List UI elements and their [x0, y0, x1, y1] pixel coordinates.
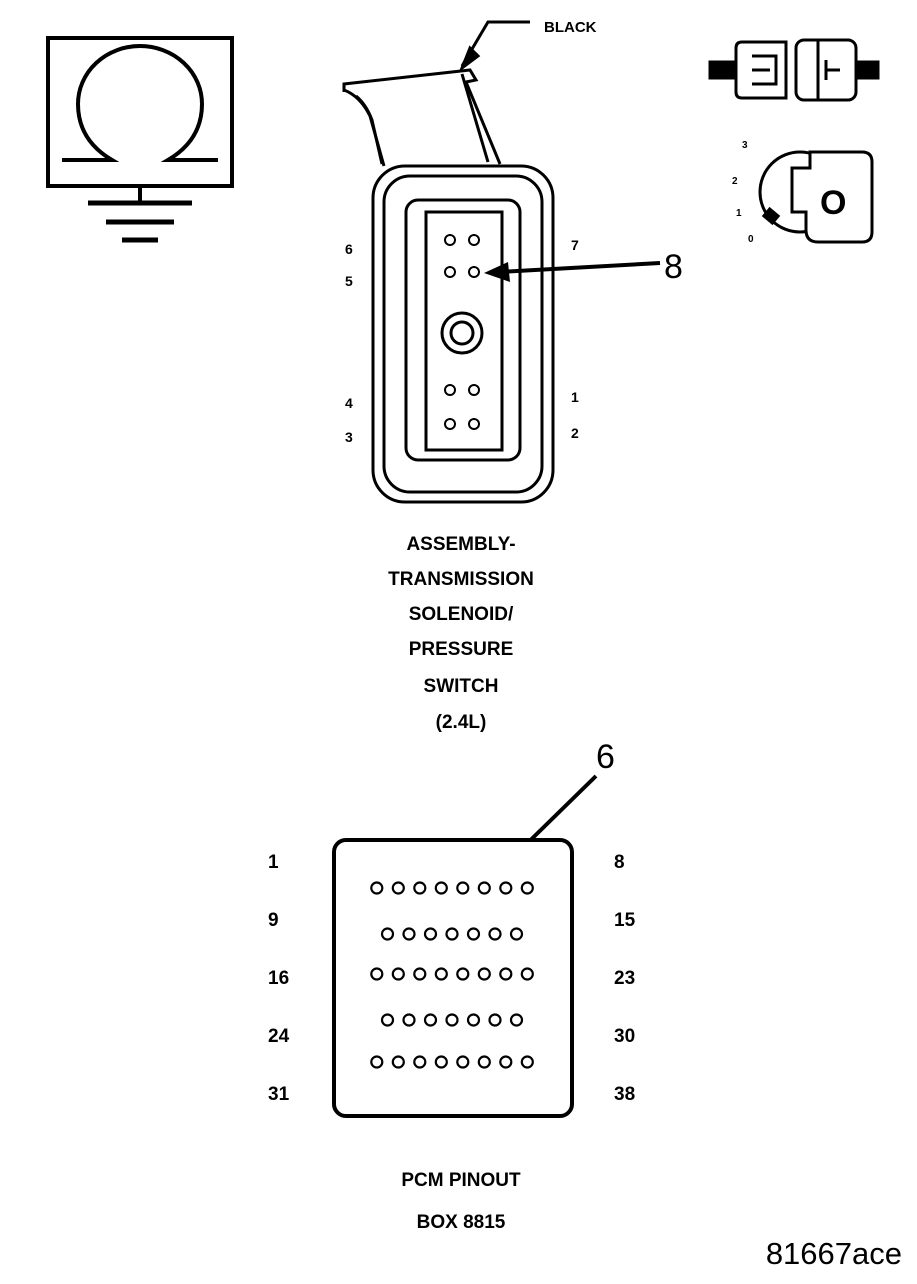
solenoid-pin-label-7: 7: [571, 237, 579, 253]
pcm-row-label-right-1: 8: [614, 852, 625, 873]
pcm-pin: [445, 927, 459, 941]
solenoid-pin-label-1: 1: [571, 389, 579, 405]
pcm-pin: [413, 881, 427, 895]
pcm-pin: [499, 881, 513, 895]
pcm-title-line-1: PCM PINOUT: [401, 1170, 521, 1191]
pcm-pin: [520, 881, 534, 895]
pcm-pin: [370, 967, 384, 981]
pcm-pin: [477, 881, 491, 895]
pcm-pin: [402, 927, 416, 941]
pcm-pin: [380, 1013, 395, 1027]
pcm-pin: [466, 1013, 481, 1027]
disconnect-connector-icon: [708, 38, 880, 102]
pcm-pin: [391, 881, 405, 895]
solenoid-title-line-4: PRESSURE: [409, 639, 514, 660]
solenoid-pin-label-3: 3: [345, 429, 353, 445]
pcm-pin: [434, 1055, 448, 1069]
ignition-position-2: 2: [732, 176, 738, 187]
pcm-row-label-right-4: 30: [614, 1026, 635, 1047]
pcm-pin: [466, 927, 481, 941]
solenoid-pin-label-5: 5: [345, 273, 353, 289]
pcm-pin: [391, 967, 405, 981]
pcm-pin: [477, 1055, 491, 1069]
pcm-pin: [488, 1013, 502, 1027]
pcm-pin: [402, 1013, 416, 1027]
ignition-position-3: 3: [742, 140, 748, 151]
solenoid-title-line-5: SWITCH: [424, 676, 499, 697]
solenoid-title-line-1: ASSEMBLY-: [406, 534, 515, 555]
pcm-row-label-left-3: 16: [268, 968, 289, 989]
pcm-row-label-right-3: 23: [614, 968, 635, 989]
pcm-title-line-2: BOX 8815: [417, 1212, 506, 1233]
pcm-pin: [509, 1013, 524, 1027]
ignition-key-label: O: [820, 184, 846, 222]
pcm-row-label-right-2: 15: [614, 910, 636, 931]
pcm-pin: [488, 927, 502, 941]
pcm-pin: [413, 1055, 427, 1069]
solenoid-title-line-2: TRANSMISSION: [388, 569, 534, 590]
pcm-pin: [445, 1013, 459, 1027]
pcm-pin: [370, 1055, 384, 1069]
pcm-connector-body: [332, 838, 574, 1118]
pcm-pin: [520, 967, 534, 981]
pcm-pin: [370, 881, 384, 895]
pcm-pin: [499, 1055, 513, 1069]
pcm-pin: [456, 1055, 470, 1069]
solenoid-title-line-3: SOLENOID/: [409, 604, 514, 625]
pcm-row-label-left-2: 9: [268, 910, 279, 931]
ohmmeter-icon: [46, 36, 234, 243]
pcm-row-label-left-1: 1: [268, 852, 279, 873]
pcm-pin: [423, 1013, 438, 1027]
ignition-position-0: 0: [748, 234, 754, 245]
solenoid-pin-label-2: 2: [571, 425, 579, 441]
pcm-pin: [434, 967, 448, 981]
pcm-pin: [391, 1055, 405, 1069]
solenoid-pin-label-6: 6: [345, 241, 353, 257]
pcm-pin: [413, 967, 427, 981]
ignition-key-icon: 3 2 1 0 O: [732, 140, 874, 245]
pcm-pin: [434, 881, 448, 895]
pcm-pin: [520, 1055, 534, 1069]
pcm-pin: [380, 927, 395, 941]
pcm-pin: [499, 967, 513, 981]
pcm-pin: [456, 967, 470, 981]
pcm-pin-grid: [370, 881, 534, 1069]
figure-reference: 81667ace: [766, 1236, 902, 1271]
pcm-row-label-left-5: 31: [268, 1084, 290, 1105]
solenoid-callout: 8: [664, 248, 683, 286]
solenoid-title-line-6: (2.4L): [436, 712, 487, 733]
callout-arrow-8: [484, 261, 661, 282]
pcm-pin: [456, 881, 470, 895]
pcm-pin: [423, 927, 438, 941]
pcm-row-label-left-4: 24: [268, 1026, 290, 1047]
pcm-callout: 6: [596, 738, 615, 776]
solenoid-connector: [342, 20, 555, 504]
wire-color-label: BLACK: [544, 19, 597, 36]
pcm-pin: [509, 927, 524, 941]
pcm-pin: [477, 967, 491, 981]
pcm-row-label-right-5: 38: [614, 1084, 635, 1105]
ignition-position-1: 1: [736, 208, 742, 219]
solenoid-pin-label-4: 4: [345, 395, 353, 411]
